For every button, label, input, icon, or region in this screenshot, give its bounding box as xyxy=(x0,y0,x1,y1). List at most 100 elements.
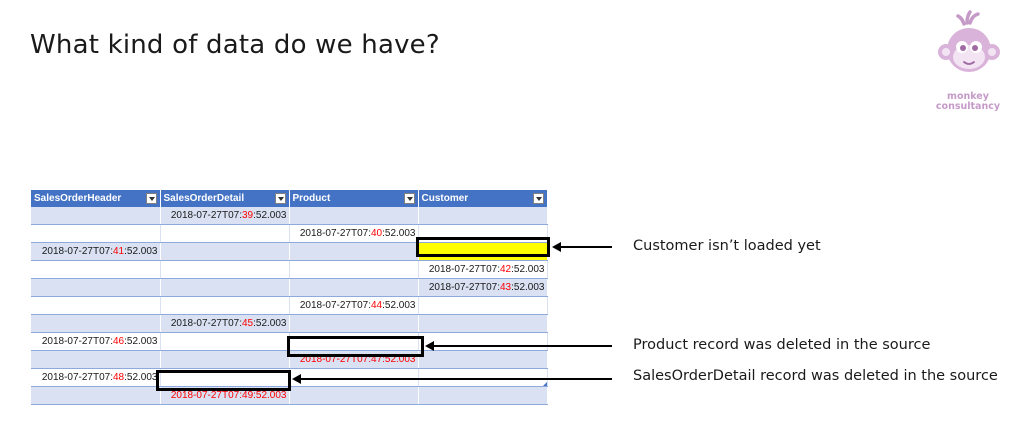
table-cell[interactable]: 2018-07-27T07:41:52.003 xyxy=(31,242,161,261)
timestamp-minute: 41 xyxy=(113,246,125,257)
timestamp-minute: 48 xyxy=(113,372,125,383)
customer-missing-box xyxy=(416,237,550,257)
arrow-detail xyxy=(292,374,612,384)
table-cell[interactable] xyxy=(418,314,548,333)
timestamp-suffix: :52.003 xyxy=(382,300,416,311)
timestamp-minute: 39 xyxy=(242,210,254,221)
table-cell[interactable]: 2018-07-27T07:45:52.003 xyxy=(160,314,290,333)
timestamp-suffix: :52.003 xyxy=(382,228,416,239)
table-cell[interactable] xyxy=(289,242,419,261)
timestamp-suffix: :52.003 xyxy=(124,246,158,257)
table-cell[interactable]: 2018-07-27T07:49:52.003 xyxy=(160,386,290,405)
timestamp-suffix: :52.003 xyxy=(124,336,158,347)
timestamp-suffix: :52.003 xyxy=(124,372,158,383)
timestamp-suffix: :52.003 xyxy=(253,210,287,221)
table-cell[interactable]: 2018-07-27T07:40:52.003 xyxy=(289,224,419,243)
arrow-product xyxy=(425,341,612,351)
page-title: What kind of data do we have? xyxy=(30,30,440,60)
table-cell[interactable] xyxy=(289,368,419,387)
table-cell[interactable] xyxy=(418,368,548,387)
table-cell[interactable] xyxy=(31,207,161,225)
timestamp-prefix: 2018-07-27T07: xyxy=(170,318,242,329)
logo-word-monkey: monkey xyxy=(947,91,989,102)
table-cell[interactable] xyxy=(418,207,548,225)
timestamp-text: 2018-07-27T07:49:52.003 xyxy=(170,390,287,401)
table-cell[interactable] xyxy=(160,296,290,315)
monkey-consultancy-logo: monkey consultancy xyxy=(930,10,1020,120)
table-cell[interactable] xyxy=(418,350,548,369)
timestamp-minute: 46 xyxy=(113,336,125,347)
table-cell[interactable] xyxy=(289,314,419,333)
table-row: 2018-07-27T07:49:52.003 xyxy=(31,386,548,405)
table-row: 2018-07-27T07:47:52.003 xyxy=(31,350,548,369)
timestamp-suffix: :52.003 xyxy=(511,264,545,275)
timestamp-prefix: 2018-07-27T07: xyxy=(428,282,500,293)
table-cell[interactable] xyxy=(418,332,548,351)
table-cell[interactable] xyxy=(31,260,161,279)
table-cell[interactable]: 2018-07-27T07:39:52.003 xyxy=(160,207,290,225)
column-header-label: Product xyxy=(292,193,331,204)
timestamp-minute: 43 xyxy=(500,282,512,293)
table-cell[interactable] xyxy=(31,278,161,297)
table-cell[interactable] xyxy=(418,296,548,315)
annotation-product: Product record was deleted in the source xyxy=(633,337,931,353)
table-cell[interactable] xyxy=(160,278,290,297)
table-cell[interactable] xyxy=(31,386,161,405)
table-cell[interactable] xyxy=(289,278,419,297)
table-cell[interactable] xyxy=(31,350,161,369)
column-header: SalesOrderDetail xyxy=(160,190,290,207)
timestamp-prefix: 2018-07-27T07: xyxy=(170,210,242,221)
table-cell[interactable] xyxy=(289,260,419,279)
timestamp-prefix: 2018-07-27T07: xyxy=(428,264,500,275)
table-cell[interactable] xyxy=(160,350,290,369)
table-cell[interactable] xyxy=(160,224,290,243)
table-cell[interactable] xyxy=(160,368,290,387)
table-cell[interactable]: 2018-07-27T07:42:52.003 xyxy=(418,260,548,279)
annotation-detail: SalesOrderDetail record was deleted in t… xyxy=(633,368,998,384)
logo-word-consultancy: consultancy xyxy=(935,101,1001,112)
table-cell[interactable]: 2018-07-27T07:44:52.003 xyxy=(289,296,419,315)
timestamp-prefix: 2018-07-27T07: xyxy=(299,300,371,311)
table-cell[interactable] xyxy=(160,260,290,279)
table-cell[interactable]: 2018-07-27T07:46:52.003 xyxy=(31,332,161,351)
table-cell[interactable] xyxy=(31,314,161,333)
timestamp-prefix: 2018-07-27T07: xyxy=(41,372,113,383)
timestamp-suffix: :52.003 xyxy=(511,282,545,293)
table-cell[interactable] xyxy=(418,386,548,405)
monkey-face-icon xyxy=(938,10,1000,72)
table-cell[interactable] xyxy=(31,224,161,243)
filter-dropdown-icon[interactable] xyxy=(274,193,286,204)
table-resize-handle[interactable] xyxy=(543,382,547,386)
annotation-customer: Customer isn’t loaded yet xyxy=(633,238,821,254)
column-header-label: SalesOrderHeader xyxy=(34,193,122,204)
timestamp-minute: 40 xyxy=(371,228,383,239)
timestamp-prefix: 2018-07-27T07: xyxy=(41,336,113,347)
product-deleted-box xyxy=(287,336,424,357)
table-row: 2018-07-27T07:45:52.003 xyxy=(31,314,548,333)
table-row: 2018-07-27T07:44:52.003 xyxy=(31,296,548,315)
table-cell[interactable] xyxy=(160,332,290,351)
filter-dropdown-icon[interactable] xyxy=(403,193,415,204)
detail-deleted-box xyxy=(156,370,291,391)
timestamp-minute: 42 xyxy=(500,264,512,275)
table-row: 2018-07-27T07:42:52.003 xyxy=(31,260,548,279)
table-cell[interactable] xyxy=(31,296,161,315)
timestamp-text: 2018-07-27T07:47:52.003 xyxy=(299,354,416,365)
filter-dropdown-icon[interactable] xyxy=(145,193,157,204)
table-cell[interactable] xyxy=(289,207,419,225)
timestamp-prefix: 2018-07-27T07: xyxy=(299,228,371,239)
timestamp-minute: 45 xyxy=(242,318,254,329)
filter-dropdown-icon[interactable] xyxy=(532,193,544,204)
table-cell[interactable]: 2018-07-27T07:43:52.003 xyxy=(418,278,548,297)
timestamp-suffix: :52.003 xyxy=(253,318,287,329)
table-cell[interactable] xyxy=(160,242,290,261)
column-header-label: Customer xyxy=(421,193,469,204)
timestamp-prefix: 2018-07-27T07: xyxy=(41,246,113,257)
column-header: SalesOrderHeader xyxy=(31,190,161,207)
table-cell[interactable] xyxy=(289,386,419,405)
column-header: Customer xyxy=(418,190,548,207)
table-cell[interactable]: 2018-07-27T07:48:52.003 xyxy=(31,368,161,387)
timestamp-minute: 44 xyxy=(371,300,383,311)
